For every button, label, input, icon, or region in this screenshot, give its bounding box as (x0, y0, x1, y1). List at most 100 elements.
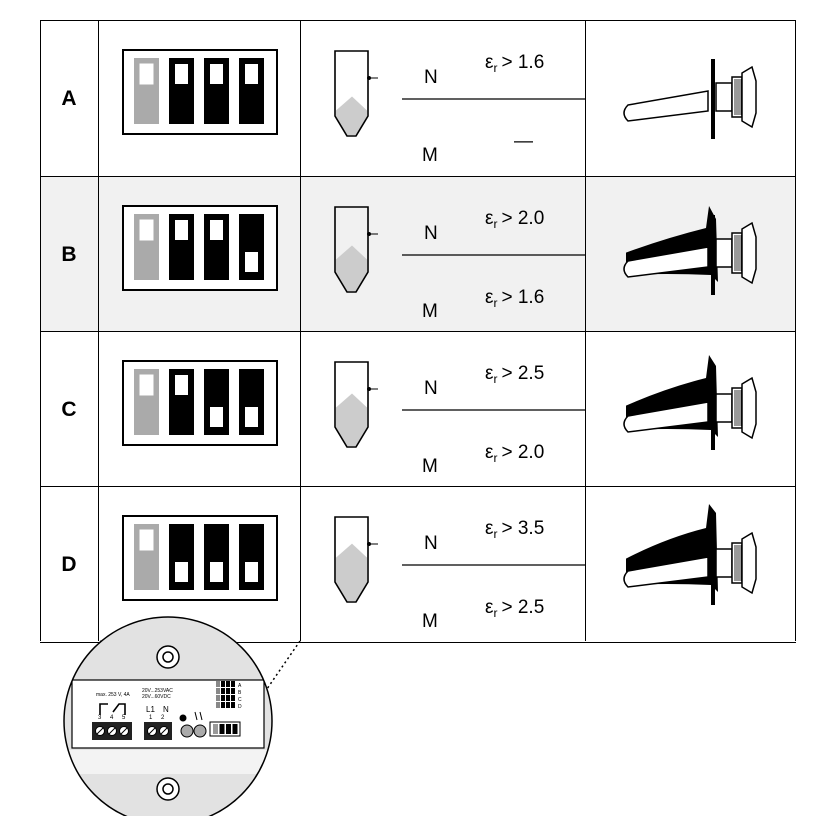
legend-cell (226, 681, 230, 687)
legend-cell (231, 681, 235, 687)
probe-thread (715, 548, 733, 578)
screw-hole-icon (156, 777, 180, 801)
epsilon-subscript: r (493, 451, 497, 465)
epsilon-subscript: r (493, 217, 497, 231)
dip-lever-knob (139, 374, 154, 396)
terminal-screw-icon (119, 726, 129, 736)
probe-head (741, 376, 757, 440)
dip-switch-cell (99, 177, 301, 332)
epsilon-subscript: r (493, 606, 497, 620)
table-column-line (300, 20, 301, 641)
supply-rating-label-dc: 20V...60VDC (142, 694, 171, 700)
tank-fill (336, 245, 367, 291)
epsilon-symbol: ε (485, 208, 494, 229)
mode-m-condition: εr > 2.0 (485, 442, 544, 465)
terminal-block (144, 722, 172, 740)
row-label: C (61, 397, 77, 421)
terminal-block (92, 722, 132, 740)
dip-switch-cell (99, 487, 301, 642)
epsilon-symbol: ε (485, 442, 494, 463)
device-dip-lever (226, 724, 231, 734)
mode-symbol-icon (194, 711, 203, 721)
dip-switch (122, 360, 278, 446)
terminal-number: 5 (122, 715, 126, 721)
probe-image-cell (586, 177, 796, 332)
mode-m-label: M (422, 611, 438, 632)
supply-rating-label: 20V...253VAC (142, 688, 173, 694)
epsilon-subscript: r (493, 527, 497, 541)
epsilon-condition: > 2.0 (501, 442, 544, 463)
table-column-line (98, 20, 99, 641)
dip-lever-knob (139, 63, 154, 85)
table-column-line (40, 20, 41, 641)
mode-m-condition: — (514, 131, 533, 152)
dip-switch (122, 49, 278, 135)
terminal-screw-icon (159, 726, 169, 736)
probe-head (741, 531, 757, 595)
epsilon-condition: > 3.5 (501, 518, 544, 539)
terminal-number: 4 (110, 715, 114, 721)
dip-lever-knob (210, 64, 223, 84)
legend-cell (216, 695, 220, 701)
relay-contact-icon (99, 703, 126, 715)
dip-lever-knob (245, 64, 258, 84)
terminal-number: 3 (98, 715, 102, 721)
probe-illustration (623, 504, 757, 605)
screw-hole-icon (156, 645, 180, 669)
epsilon-symbol: ε (485, 287, 494, 308)
epsilon-symbol: ε (485, 52, 494, 73)
row-label: D (61, 552, 77, 576)
legend-letter: B (238, 690, 242, 696)
dip-lever-knob (210, 220, 223, 240)
mode-m-label: M (422, 456, 438, 477)
tank-icon (334, 361, 369, 448)
tank-fill (336, 393, 367, 446)
legend-cell (216, 702, 220, 708)
dip-lever-knob (175, 375, 188, 395)
dip-lever-knob (245, 252, 258, 272)
legend-cell (216, 681, 220, 687)
dip-lever-knob (139, 219, 154, 241)
table-column-line (795, 20, 796, 641)
epsilon-condition: > 1.6 (501, 287, 544, 308)
epsilon-condition: > 1.6 (501, 52, 544, 73)
mode-n-condition: εr> 2.5 (485, 363, 544, 386)
dip-lever-knob (210, 407, 223, 427)
probe-illustration (623, 355, 757, 450)
tank-fill (336, 543, 367, 601)
legend-letter: A (238, 683, 242, 689)
epsilon-subscript: r (493, 61, 497, 75)
legend-letter: C (238, 697, 242, 703)
mode-m-condition: εr> 2.5 (485, 597, 544, 620)
epsilon-symbol: ε (485, 597, 494, 618)
mode-n-condition: εr> 3.5 (485, 518, 544, 541)
probe-thread (715, 82, 733, 112)
probe-thread (715, 238, 733, 268)
terminal-board (71, 679, 265, 749)
row-label: B (61, 242, 77, 266)
mode-n-condition: εr > 1.6 (485, 52, 544, 75)
row-label: A (61, 86, 77, 110)
table-column-line (585, 20, 586, 641)
device-dip-lever (232, 724, 238, 734)
legend-cell (221, 702, 225, 708)
probe-illustration (623, 206, 757, 295)
probe-rod (623, 401, 709, 433)
probe-head (741, 65, 757, 129)
legend-cell (221, 681, 225, 687)
dip-lever-knob (210, 562, 223, 582)
tank-fill (336, 96, 367, 135)
terminal-l1-label: L1 (146, 705, 155, 714)
probe-image-cell (586, 21, 796, 176)
legend-cell (226, 688, 230, 694)
